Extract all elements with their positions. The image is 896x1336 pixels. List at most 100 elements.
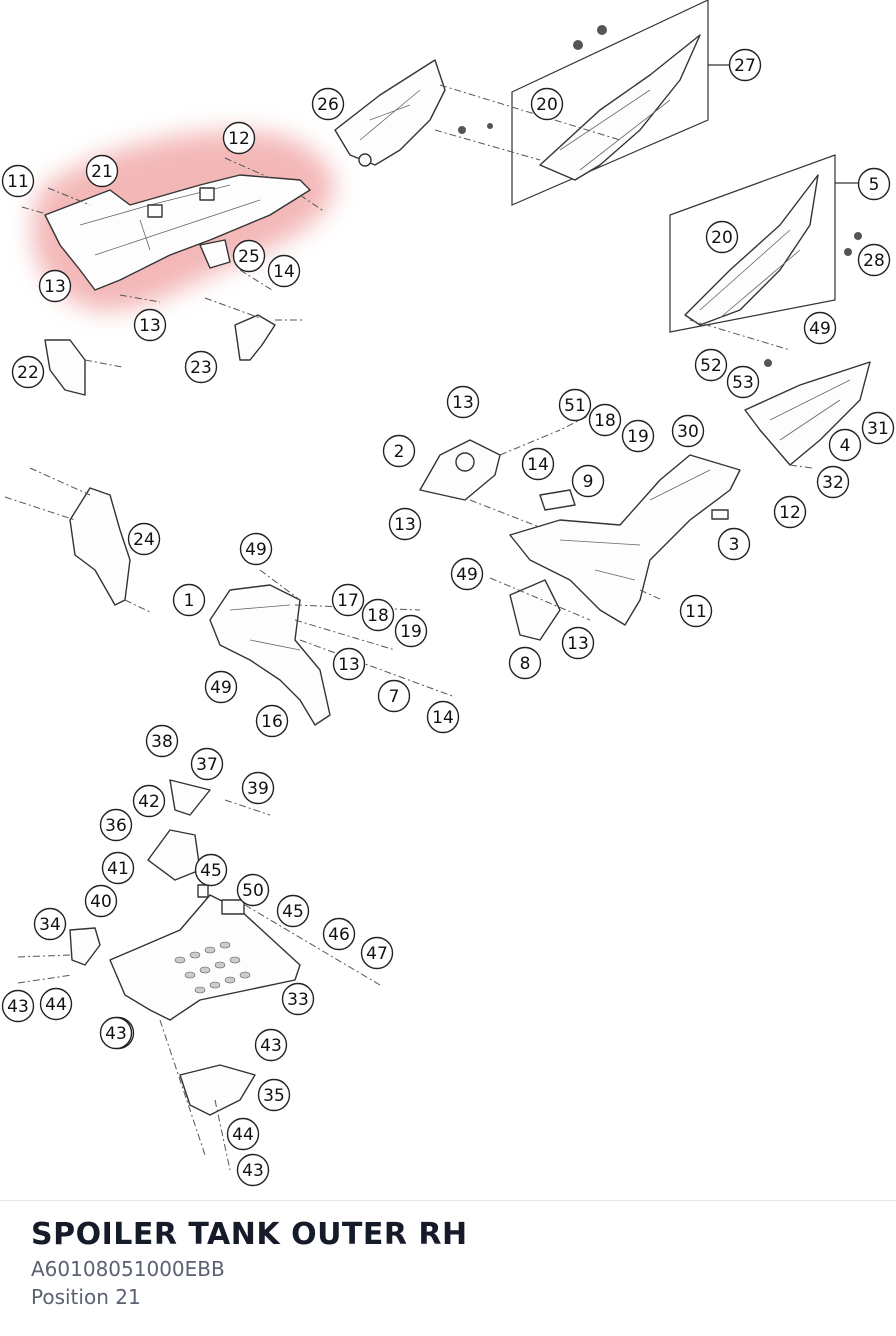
callout-47[interactable]: 47 xyxy=(360,936,394,970)
callout-22[interactable]: 22 xyxy=(11,355,45,389)
svg-text:38: 38 xyxy=(151,732,173,752)
svg-text:51: 51 xyxy=(564,396,586,416)
bracket-24[interactable] xyxy=(4,467,151,613)
callout-14[interactable]: 14 xyxy=(426,700,460,734)
callout-27[interactable]: 27 xyxy=(728,48,762,82)
callout-37[interactable]: 37 xyxy=(190,747,224,781)
svg-text:52: 52 xyxy=(700,356,722,376)
lower-side-panel[interactable] xyxy=(744,359,871,469)
skid-plate[interactable] xyxy=(17,779,381,1171)
front-fairing-assembly[interactable] xyxy=(334,0,730,206)
svg-text:4: 4 xyxy=(840,436,851,456)
callout-11[interactable]: 11 xyxy=(1,164,35,198)
callout-45[interactable]: 45 xyxy=(194,853,228,887)
svg-text:9: 9 xyxy=(583,472,594,492)
svg-text:34: 34 xyxy=(39,915,61,935)
callout-42[interactable]: 42 xyxy=(132,784,166,818)
callout-44[interactable]: 44 xyxy=(226,1117,260,1151)
callout-13[interactable]: 13 xyxy=(388,507,422,541)
callout-38[interactable]: 38 xyxy=(145,724,179,758)
callout-51[interactable]: 51 xyxy=(558,388,592,422)
callout-32[interactable]: 32 xyxy=(816,465,850,499)
callout-20[interactable]: 20 xyxy=(530,87,564,121)
callout-53[interactable]: 53 xyxy=(726,365,760,399)
callout-2[interactable]: 2 xyxy=(382,434,416,468)
side-cover-rh[interactable] xyxy=(669,154,862,351)
callout-18[interactable]: 18 xyxy=(361,598,395,632)
callout-46[interactable]: 46 xyxy=(322,917,356,951)
callout-13[interactable]: 13 xyxy=(446,385,480,419)
callout-35[interactable]: 35 xyxy=(257,1078,291,1112)
callout-19[interactable]: 19 xyxy=(394,614,428,648)
callout-40[interactable]: 40 xyxy=(84,884,118,918)
callout-49[interactable]: 49 xyxy=(239,532,273,566)
exploded-parts-diagram: 1234578911111212131313131313141414161718… xyxy=(1,0,895,1187)
svg-text:33: 33 xyxy=(287,990,309,1010)
callout-1[interactable]: 1 xyxy=(172,583,206,617)
callout-19[interactable]: 19 xyxy=(621,419,655,453)
callout-7[interactable]: 7 xyxy=(377,679,411,713)
callout-8[interactable]: 8 xyxy=(508,646,542,680)
callout-49[interactable]: 49 xyxy=(450,557,484,591)
callout-23[interactable]: 23 xyxy=(184,350,218,384)
svg-text:22: 22 xyxy=(17,363,39,383)
callout-36[interactable]: 36 xyxy=(99,808,133,842)
callout-26[interactable]: 26 xyxy=(311,87,345,121)
callout-49[interactable]: 49 xyxy=(803,311,837,345)
callout-28[interactable]: 28 xyxy=(857,243,891,277)
svg-text:31: 31 xyxy=(867,419,889,439)
callout-39[interactable]: 39 xyxy=(241,771,275,805)
bracket-8[interactable] xyxy=(489,577,591,641)
bracket-22[interactable] xyxy=(44,339,123,396)
svg-text:53: 53 xyxy=(732,373,754,393)
callout-17[interactable]: 17 xyxy=(331,583,365,617)
callout-13[interactable]: 13 xyxy=(133,308,167,342)
callout-43[interactable]: 43 xyxy=(236,1153,270,1187)
callout-30[interactable]: 30 xyxy=(671,414,705,448)
callout-50[interactable]: 50 xyxy=(236,873,270,907)
callout-49[interactable]: 49 xyxy=(204,670,238,704)
callout-25[interactable]: 25 xyxy=(232,239,266,273)
callout-12[interactable]: 12 xyxy=(222,121,256,155)
callout-24[interactable]: 24 xyxy=(127,522,161,556)
callout-33[interactable]: 33 xyxy=(281,982,315,1016)
callout-34[interactable]: 34 xyxy=(33,907,67,941)
svg-text:8: 8 xyxy=(520,654,531,674)
callout-43[interactable]: 43 xyxy=(99,1016,133,1050)
bracket-23[interactable] xyxy=(204,297,305,361)
callout-11[interactable]: 11 xyxy=(679,594,713,628)
callout-41[interactable]: 41 xyxy=(101,851,135,885)
tank-cover[interactable] xyxy=(419,429,561,536)
callout-20[interactable]: 20 xyxy=(705,220,739,254)
side-fairing[interactable] xyxy=(509,409,741,626)
headlight-bracket[interactable] xyxy=(209,569,456,726)
svg-text:13: 13 xyxy=(394,515,416,535)
callout-12[interactable]: 12 xyxy=(773,495,807,529)
spoiler-tank-outer-rh[interactable] xyxy=(21,157,326,303)
callout-45[interactable]: 45 xyxy=(276,894,310,928)
callout-13[interactable]: 13 xyxy=(332,647,366,681)
callout-43[interactable]: 43 xyxy=(254,1028,288,1062)
callout-14[interactable]: 14 xyxy=(267,254,301,288)
callout-43[interactable]: 43 xyxy=(1,989,35,1023)
svg-text:49: 49 xyxy=(456,565,478,585)
svg-text:17: 17 xyxy=(337,591,359,611)
svg-text:43: 43 xyxy=(242,1161,264,1181)
callout-13[interactable]: 13 xyxy=(38,269,72,303)
callout-21[interactable]: 21 xyxy=(85,154,119,188)
svg-text:14: 14 xyxy=(432,708,454,728)
svg-text:14: 14 xyxy=(273,262,295,282)
callout-13[interactable]: 13 xyxy=(561,626,595,660)
callout-18[interactable]: 18 xyxy=(588,403,622,437)
svg-text:26: 26 xyxy=(317,95,339,115)
svg-text:13: 13 xyxy=(139,316,161,336)
callout-52[interactable]: 52 xyxy=(694,348,728,382)
callout-5[interactable]: 5 xyxy=(857,167,891,201)
callout-9[interactable]: 9 xyxy=(571,464,605,498)
callout-14[interactable]: 14 xyxy=(521,447,555,481)
callout-4[interactable]: 4 xyxy=(828,428,862,462)
callout-44[interactable]: 44 xyxy=(39,987,73,1021)
callout-3[interactable]: 3 xyxy=(717,527,751,561)
callout-16[interactable]: 16 xyxy=(255,704,289,738)
callout-31[interactable]: 31 xyxy=(861,411,895,445)
